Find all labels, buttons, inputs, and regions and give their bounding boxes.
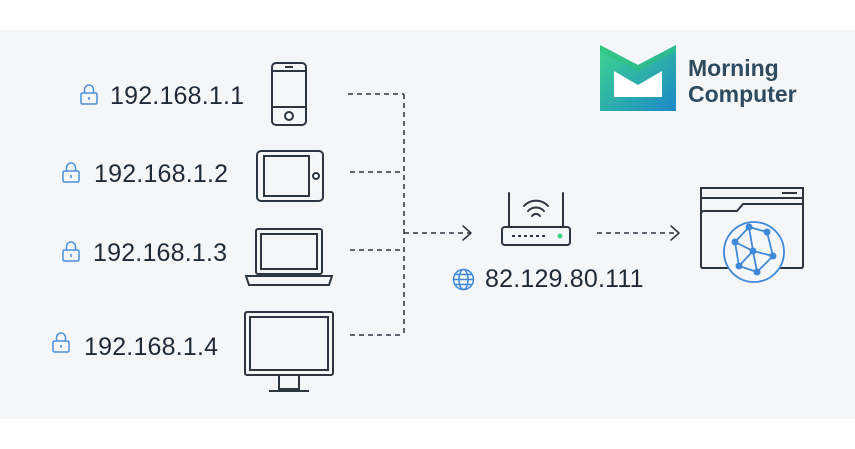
lock-icon: [52, 332, 70, 353]
tablet-icon: [256, 150, 324, 202]
device-ip-label: 192.168.1.4: [84, 333, 219, 361]
lock-icon: [62, 241, 80, 262]
public-ip-label: 82.129.80.111: [485, 265, 644, 293]
device-ip-label: 192.168.1.2: [94, 160, 229, 188]
browser-globe-icon: [700, 187, 804, 283]
logo-text-line1: Morning: [688, 55, 779, 81]
diagram-background: [0, 30, 855, 419]
logo-text-line2: Computer: [688, 81, 797, 107]
lock-icon: [80, 84, 98, 105]
device-ip-label: 192.168.1.1: [110, 82, 245, 110]
phone-icon: [271, 62, 307, 126]
morning-computer-logo-icon: [600, 45, 676, 111]
lock-icon: [62, 162, 80, 183]
router-icon: [501, 192, 571, 246]
device-ip-label: 192.168.1.3: [93, 239, 228, 267]
laptop-icon: [245, 228, 333, 286]
globe-icon: [452, 268, 475, 291]
arrow-to-internet: [670, 225, 680, 241]
arrow-to-router: [462, 225, 472, 241]
monitor-icon: [244, 311, 334, 392]
